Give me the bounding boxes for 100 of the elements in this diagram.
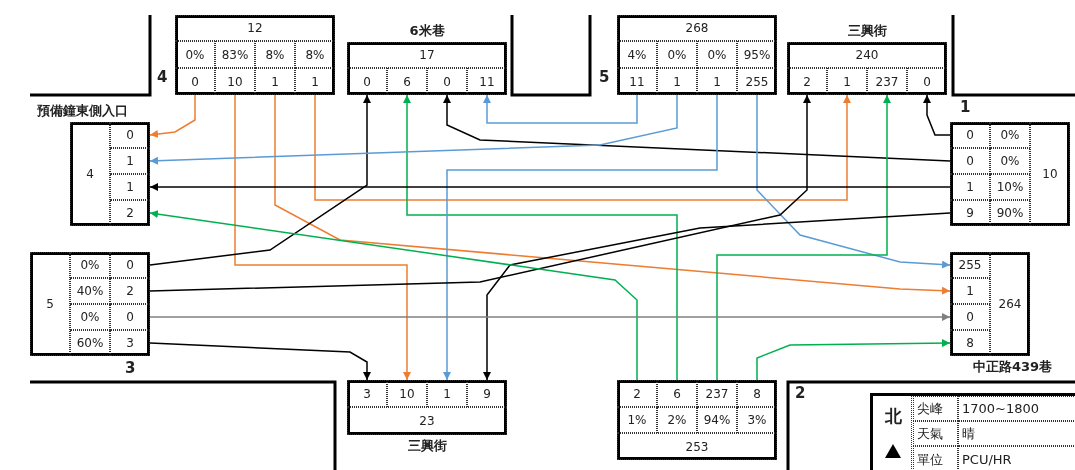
- table-cell: 40%: [70, 278, 110, 304]
- table-cell: 1: [427, 380, 467, 407]
- flow-arrow: [923, 94, 951, 136]
- table-cell: 8%: [255, 41, 295, 68]
- table-cell: 0: [907, 68, 947, 95]
- flow-arrow: [274, 94, 951, 295]
- info-key-cell: 尖峰: [913, 396, 958, 421]
- flow-arrow: [403, 94, 678, 381]
- table-cell: 0%: [657, 41, 697, 68]
- total-cell: 10: [1030, 122, 1070, 226]
- table-cell: 0%: [990, 148, 1030, 174]
- flow-arrow: [149, 342, 371, 381]
- table-cell: 0%: [70, 304, 110, 330]
- approach-number: 5: [599, 68, 610, 86]
- total-cell: 264: [990, 252, 1030, 356]
- table-cell: 0: [950, 148, 990, 174]
- table-cell: 2: [110, 200, 150, 226]
- table-cell: 1: [295, 68, 335, 95]
- flow-arrow: [483, 212, 951, 381]
- table-cell: 9: [467, 380, 507, 407]
- table-cell: 0: [950, 304, 990, 330]
- north-label: 北: [883, 404, 903, 428]
- total-cell: 5: [30, 252, 70, 356]
- table-cell: 1: [827, 68, 867, 95]
- table-cell: 0: [110, 304, 150, 330]
- table-cell: 90%: [990, 200, 1030, 226]
- flow-arrow: [756, 339, 951, 381]
- count-table: [617, 15, 777, 95]
- info-value-cell: 1700~1800: [958, 396, 1075, 421]
- table-cell: 2: [617, 380, 657, 407]
- count-table: [617, 380, 777, 460]
- table-cell: 1%: [617, 407, 657, 433]
- table-cell: 3%: [737, 407, 777, 433]
- table-cell: 1: [110, 148, 150, 174]
- flow-arrow: [483, 94, 638, 124]
- table-cell: 0: [110, 122, 150, 148]
- table-cell: 8: [950, 330, 990, 356]
- flow-arrow: [314, 94, 851, 201]
- approach-number: 3: [125, 359, 136, 377]
- table-cell: 1: [255, 68, 295, 95]
- info-value-cell: PCU/HR: [958, 446, 1075, 470]
- table-cell: 2: [787, 68, 827, 95]
- table-cell: 0%: [697, 41, 737, 68]
- table-cell: 1: [657, 68, 697, 95]
- table-cell: 1: [950, 174, 990, 200]
- table-cell: 255: [950, 252, 990, 278]
- table-cell: 0: [175, 68, 215, 95]
- table-cell: 0%: [175, 41, 215, 68]
- table-cell: 4%: [617, 41, 657, 68]
- flow-arrow: [149, 313, 951, 321]
- table-cell: 8%: [295, 41, 335, 68]
- total-cell: 12: [175, 15, 335, 41]
- table-cell: 0%: [990, 122, 1030, 148]
- table-cell: 2%: [657, 407, 697, 433]
- approach-number: 4: [157, 68, 168, 86]
- flow-arrow: [443, 94, 951, 162]
- table-cell: 83%: [215, 41, 255, 68]
- table-cell: 0: [110, 252, 150, 278]
- flow-arrow: [149, 94, 811, 292]
- table-cell: 94%: [697, 407, 737, 433]
- approach-number: 1: [960, 98, 971, 116]
- table-cell: 9: [950, 200, 990, 226]
- table-cell: 6: [657, 380, 697, 407]
- flow-arrow: [149, 94, 196, 138]
- flow-arrow: [756, 94, 951, 269]
- table-cell: 0: [950, 122, 990, 148]
- approach-number: 2: [795, 384, 806, 402]
- road-name-label: 預備鐘東側入口: [36, 102, 129, 120]
- table-cell: 3: [110, 330, 150, 356]
- flow-arrow: [149, 210, 638, 381]
- table-cell: 0: [347, 68, 387, 95]
- table-cell: 8: [737, 380, 777, 407]
- flow-arrow: [149, 94, 678, 165]
- road-name-label: 三興街: [846, 22, 888, 40]
- count-table: [950, 122, 1070, 226]
- total-cell: 4: [70, 122, 110, 226]
- flow-arrow: [443, 94, 718, 381]
- table-cell: 1: [697, 68, 737, 95]
- table-cell: 10: [387, 380, 427, 407]
- total-cell: 253: [617, 433, 777, 460]
- table-cell: 60%: [70, 330, 110, 356]
- table-cell: 6: [387, 68, 427, 95]
- road-name-label: 中正路439巷: [971, 358, 1054, 376]
- road-name-label: 6米巷: [408, 22, 446, 40]
- table-cell: 11: [617, 68, 657, 95]
- total-cell: 17: [347, 42, 507, 68]
- info-value-cell: 晴: [958, 421, 1075, 446]
- info-key-cell: 天氣: [913, 421, 958, 446]
- total-cell: 240: [787, 42, 947, 68]
- table-cell: 95%: [737, 41, 777, 68]
- table-cell: 10: [215, 68, 255, 95]
- table-cell: 0: [427, 68, 467, 95]
- table-cell: 237: [867, 68, 907, 95]
- flow-arrow: [716, 94, 891, 381]
- table-cell: 1: [950, 278, 990, 304]
- table-cell: 0%: [70, 252, 110, 278]
- count-table: [30, 252, 150, 356]
- table-cell: 11: [467, 68, 507, 95]
- table-cell: 10%: [990, 174, 1030, 200]
- flow-arrow: [149, 183, 951, 191]
